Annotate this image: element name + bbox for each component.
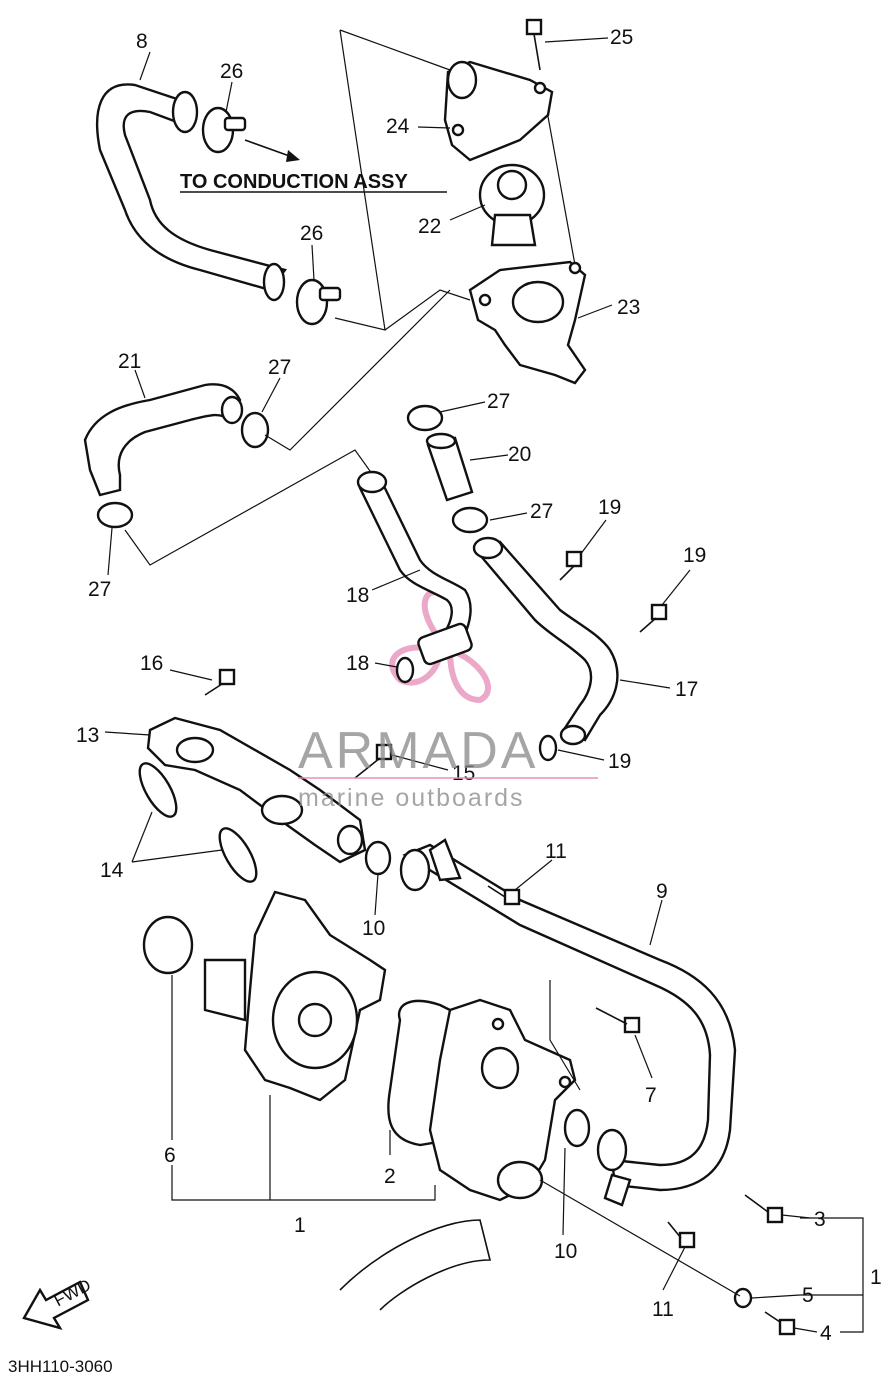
conduction-heading: TO CONDUCTION ASSY bbox=[180, 171, 408, 193]
callout-11-lower: 11 bbox=[652, 1298, 674, 1321]
callout-7: 7 bbox=[645, 1084, 657, 1107]
leader-line bbox=[124, 449, 376, 566]
fwd-arrow-icon bbox=[22, 1280, 90, 1330]
bolt-19-lower bbox=[639, 603, 668, 633]
leader-line bbox=[264, 289, 451, 451]
callout-1-left: 1 bbox=[294, 1214, 306, 1237]
thermostat-housing-23 bbox=[468, 260, 587, 385]
leader-line bbox=[562, 1147, 566, 1236]
hose-20 bbox=[425, 432, 474, 502]
hose-fragment bbox=[339, 1219, 492, 1311]
bolt-14 bbox=[354, 743, 393, 779]
callout-10-upper: 10 bbox=[362, 917, 385, 940]
o-ring-6 bbox=[142, 915, 194, 975]
callout-8: 8 bbox=[136, 30, 148, 53]
leader-line bbox=[544, 99, 576, 266]
watermark-tagline: marine outboards bbox=[298, 784, 525, 812]
callout-19-lower: 19 bbox=[683, 544, 706, 567]
bolt-3 bbox=[744, 1194, 784, 1224]
hose-clamp-26-lower bbox=[295, 278, 342, 326]
watermark-brand: ARMADA bbox=[298, 722, 538, 780]
union-fitting bbox=[417, 622, 473, 666]
o-ring-10-lower bbox=[563, 1108, 591, 1148]
callout-23: 23 bbox=[617, 296, 640, 319]
o-ring-18-right bbox=[538, 734, 558, 762]
leader-line bbox=[384, 289, 471, 331]
callout-16: 17 bbox=[675, 678, 698, 701]
callout-24: 24 bbox=[386, 115, 410, 138]
o-ring-18-left bbox=[395, 656, 415, 684]
callout-6: 6 bbox=[164, 1144, 176, 1167]
callout-25: 25 bbox=[610, 26, 633, 49]
hose-clamp-27-c bbox=[406, 404, 444, 432]
washer-5 bbox=[733, 1287, 753, 1309]
leader-line bbox=[539, 1179, 741, 1297]
thermostat-22 bbox=[478, 163, 546, 247]
pipe-17 bbox=[356, 470, 472, 642]
leader-line bbox=[339, 29, 451, 71]
bolt-11-upper bbox=[487, 885, 521, 906]
bolt-7 bbox=[595, 1007, 641, 1034]
callout-14: 15 bbox=[452, 762, 475, 785]
thermostat-cover-24 bbox=[443, 60, 554, 162]
callout-13: 14 bbox=[100, 859, 124, 882]
diagram-code: 3HH110-3060 bbox=[8, 1357, 113, 1376]
callout-1-right: 1 bbox=[870, 1266, 882, 1289]
callout-21: 21 bbox=[118, 350, 141, 373]
bolt-11-lower bbox=[667, 1221, 696, 1249]
callout-27-b: 27 bbox=[88, 578, 111, 601]
callout-26-lower: 26 bbox=[300, 222, 323, 245]
bolt-4 bbox=[764, 1311, 796, 1336]
assembly-bracket-1 bbox=[171, 1165, 436, 1201]
pipe-9 bbox=[399, 838, 737, 1207]
bolt-15 bbox=[204, 668, 236, 696]
gasket-13-b bbox=[218, 827, 258, 883]
callout-leaders bbox=[104, 37, 818, 1333]
conduction-arrow-head bbox=[286, 150, 300, 162]
callout-20: 20 bbox=[508, 443, 531, 466]
pump-cover bbox=[428, 998, 577, 1202]
callout-3: 3 bbox=[814, 1208, 826, 1231]
callout-12: 13 bbox=[76, 724, 99, 747]
assembly-bracket-1-right bbox=[800, 1217, 864, 1333]
outlet-housing-12 bbox=[146, 716, 367, 864]
hose-21 bbox=[83, 383, 244, 497]
callout-22: 22 bbox=[418, 215, 441, 238]
bolt-25 bbox=[525, 18, 543, 71]
callout-27-a: 27 bbox=[268, 356, 291, 379]
callout-2: 2 bbox=[384, 1165, 396, 1188]
hose-8 bbox=[96, 83, 288, 302]
callout-18-left: 18 bbox=[346, 652, 369, 675]
water-pump-housing bbox=[203, 890, 387, 1102]
gasket-13-a bbox=[138, 762, 178, 818]
conduction-arrow bbox=[244, 139, 296, 159]
callout-9: 9 bbox=[656, 880, 668, 903]
callout-26-upper: 26 bbox=[220, 60, 243, 83]
callout-15: 16 bbox=[140, 652, 163, 675]
hose-clamp-26-upper bbox=[201, 106, 247, 154]
o-ring-10-upper bbox=[364, 840, 392, 876]
pipe-16 bbox=[472, 536, 619, 746]
callout-11-upper: 11 bbox=[545, 840, 567, 863]
callout-27-c: 27 bbox=[487, 390, 510, 413]
callout-27-d: 27 bbox=[530, 500, 553, 523]
leader-line bbox=[549, 980, 581, 1091]
callout-4: 4 bbox=[820, 1322, 832, 1345]
callout-18-right: 19 bbox=[608, 750, 631, 773]
callout-19-upper: 19 bbox=[598, 496, 621, 519]
hose-clamp-27-d bbox=[451, 506, 489, 534]
hose-clamp-27-a bbox=[240, 411, 270, 449]
callout-10-lower: 10 bbox=[554, 1240, 577, 1263]
callout-17: 18 bbox=[346, 584, 369, 607]
callout-5: 5 bbox=[802, 1284, 814, 1307]
bolt-19-upper bbox=[559, 550, 583, 581]
hose-clamp-27-b bbox=[96, 501, 134, 529]
